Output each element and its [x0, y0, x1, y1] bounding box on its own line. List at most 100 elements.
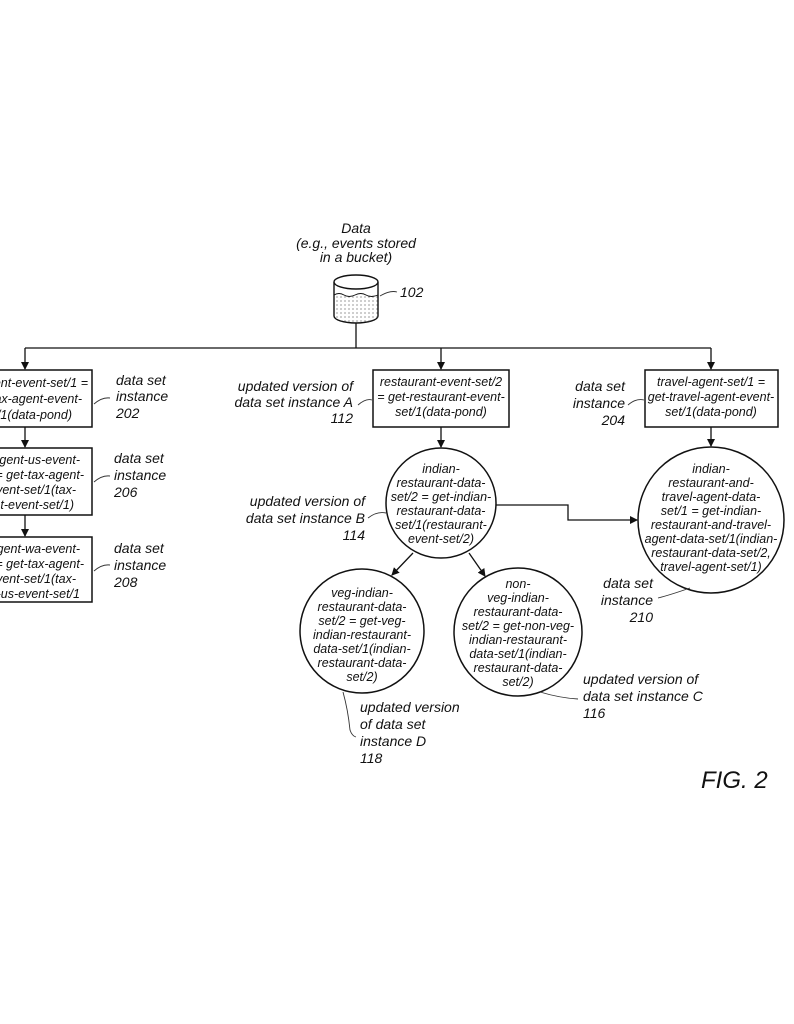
svg-text:116: 116: [583, 705, 606, 721]
distribution-connectors: [21, 323, 715, 370]
node-text-line: set/2 = get-non-veg-: [462, 619, 574, 633]
connector-114-to-210: [496, 504, 638, 524]
svg-text:118: 118: [360, 750, 383, 766]
source-title-line: Data: [341, 220, 371, 236]
node-text-line: restaurant-and-: [668, 476, 753, 490]
node-text-line: /1(data-pond): [0, 408, 72, 422]
node-text-line: restaurant-event-set/2: [380, 375, 502, 389]
source-ref: 102: [400, 284, 424, 300]
label-202: data set instance 202: [115, 372, 168, 421]
connector-114-to-116: [468, 552, 486, 577]
svg-text:updated version: updated version: [360, 699, 460, 715]
node-text-line: indian-: [422, 462, 460, 476]
node-text-line: indian-: [692, 462, 730, 476]
node-text-line: data-set/1(indian-: [469, 647, 566, 661]
svg-text:112: 112: [331, 410, 354, 426]
svg-text:instance: instance: [601, 592, 653, 608]
node-box-204: travel-agent-set/1 = get-travel-agent-ev…: [644, 369, 779, 428]
node-text-line: set/2 = get-indian-: [391, 490, 491, 504]
node-box-206: agent-us-event- = get-tax-agent- vent-se…: [0, 447, 93, 516]
node-text-line: set/1(data-pond): [665, 405, 757, 419]
svg-text:data set: data set: [114, 540, 165, 556]
node-box-112: restaurant-event-set/2 = get-restaurant-…: [372, 369, 510, 428]
node-text-line: set/2): [502, 675, 533, 689]
node-text-line: indian-restaurant-: [469, 633, 567, 647]
svg-text:data set: data set: [114, 450, 165, 466]
node-text-line: travel-agent-data-: [662, 490, 761, 504]
node-text-line: indian-restaurant-: [313, 628, 411, 642]
node-text-line: restaurant-data-: [397, 476, 486, 490]
node-text-line: agent-data-set/1(indian-: [645, 532, 778, 546]
label-118: updated version of data set instance D 1…: [360, 699, 460, 766]
node-circle-116: non- veg-indian- restaurant-data- set/2 …: [453, 567, 583, 697]
node-text-line: restaurant-data-: [474, 605, 563, 619]
svg-text:204: 204: [601, 412, 626, 428]
svg-text:instance: instance: [573, 395, 625, 411]
source-title-line: (e.g., events stored: [296, 235, 417, 251]
node-text-line: event-set/2): [408, 532, 474, 546]
svg-text:data set: data set: [116, 372, 167, 388]
node-box-202: ent-event-set/1 = ax-agent-event- /1(dat…: [0, 369, 93, 428]
node-text-line: set/1 = get-indian-: [661, 504, 761, 518]
source-title-line: in a bucket): [320, 249, 392, 265]
node-text-line: restaurant-data-: [474, 661, 563, 675]
node-text-line: set/1(restaurant-: [395, 518, 487, 532]
node-text-line: agent-us-event-: [0, 453, 80, 467]
node-text-line: set/1(data-pond): [395, 405, 487, 419]
node-text-line: non-: [505, 577, 530, 591]
node-circle-118: veg-indian- restaurant-data- set/2 = get…: [299, 568, 425, 694]
data-source: Data (e.g., events stored in a bucket) 1…: [296, 220, 424, 324]
node-box-208: agent-wa-event- = get-tax-agent- vent-se…: [0, 536, 93, 603]
node-text-line: = get-tax-agent-: [0, 468, 84, 482]
svg-text:210: 210: [629, 609, 654, 625]
svg-text:202: 202: [115, 405, 140, 421]
svg-text:instance: instance: [114, 557, 166, 573]
svg-text:208: 208: [113, 574, 138, 590]
node-text-line: ax-agent-event-: [0, 392, 82, 406]
svg-text:updated version of: updated version of: [238, 378, 355, 394]
svg-text:data set instance A: data set instance A: [234, 394, 353, 410]
svg-text:of data set: of data set: [360, 716, 426, 732]
node-text-line: data-set/1(indian-: [313, 642, 410, 656]
node-text-line: agent-wa-event-: [0, 542, 80, 556]
node-text-line: vent-set/1(tax-: [0, 572, 76, 586]
node-circle-114: indian- restaurant-data- set/2 = get-ind…: [385, 447, 497, 559]
svg-text:data set instance B: data set instance B: [246, 510, 365, 526]
label-210: data set instance 210: [601, 575, 654, 625]
node-text-line: = get-restaurant-event-: [377, 390, 505, 404]
node-text-line: t-us-event-set/1: [0, 587, 80, 601]
svg-text:data set: data set: [575, 378, 626, 394]
svg-text:updated version of: updated version of: [583, 671, 700, 687]
label-112: updated version of data set instance A 1…: [234, 378, 355, 426]
node-circle-210: indian- restaurant-and- travel-agent-dat…: [637, 446, 785, 594]
node-text-line: veg-indian-: [487, 591, 549, 605]
node-text-line: restaurant-data-: [318, 600, 407, 614]
node-text-line: set/2): [346, 670, 377, 684]
node-text-line: nt-event-set/1): [0, 498, 74, 512]
node-text-line: travel-agent-set/1): [660, 560, 761, 574]
figure-label: FIG. 2: [701, 767, 768, 794]
node-text-line: travel-agent-set/1 =: [657, 375, 765, 389]
label-204: data set instance 204: [573, 378, 626, 428]
leader-line: [379, 291, 398, 297]
node-text-line: restaurant-data-: [318, 656, 407, 670]
label-116: updated version of data set instance C 1…: [583, 671, 704, 721]
bucket-icon: [333, 274, 379, 324]
svg-text:instance D: instance D: [360, 733, 426, 749]
label-206: data set instance 206: [113, 450, 166, 500]
node-text-line: ent-event-set/1 =: [0, 376, 88, 390]
label-114: updated version of data set instance B 1…: [246, 493, 367, 543]
svg-text:114: 114: [343, 527, 366, 543]
svg-text:instance: instance: [116, 388, 168, 404]
node-text-line: restaurant-and-travel-: [651, 518, 771, 532]
svg-text:data set instance C: data set instance C: [583, 688, 704, 704]
node-text-line: = get-tax-agent-: [0, 557, 84, 571]
node-text-line: restaurant-data-set/2,: [651, 546, 771, 560]
node-text-line: vent-set/1(tax-: [0, 483, 76, 497]
svg-text:206: 206: [113, 484, 138, 500]
label-208: data set instance 208: [113, 540, 166, 590]
svg-text:instance: instance: [114, 467, 166, 483]
svg-text:data set: data set: [603, 575, 654, 591]
svg-text:updated version of: updated version of: [250, 493, 367, 509]
